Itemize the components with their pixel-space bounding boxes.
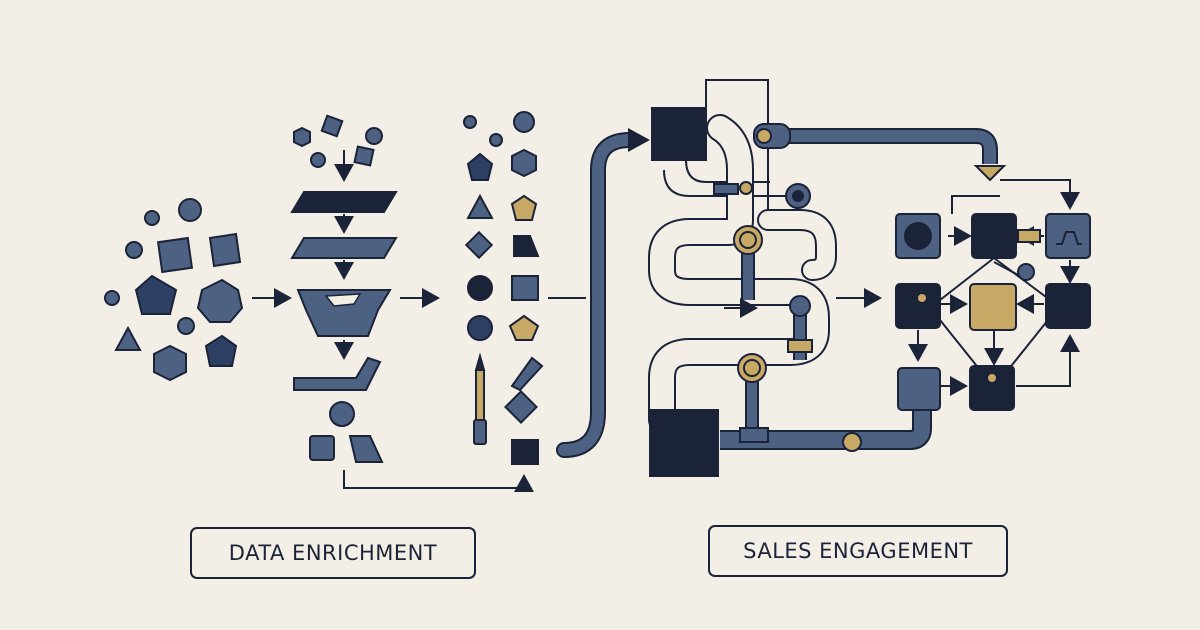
input-square bbox=[353, 145, 375, 167]
enrichment-process bbox=[290, 114, 398, 463]
stage-parallelogram-dark bbox=[290, 191, 398, 213]
input-circle bbox=[310, 152, 326, 168]
output-block bbox=[649, 409, 719, 477]
node bbox=[895, 283, 941, 329]
input-circle bbox=[365, 127, 383, 145]
raw-triangle bbox=[114, 325, 142, 351]
data-enrichment-label: DATA ENRICHMENT bbox=[190, 527, 476, 579]
raw-pentagon bbox=[134, 274, 178, 315]
output-slide bbox=[293, 356, 382, 391]
raw-shape bbox=[208, 232, 242, 268]
node bbox=[969, 365, 1015, 411]
raw-circle bbox=[144, 210, 160, 226]
input-square bbox=[320, 114, 344, 138]
output-square bbox=[309, 435, 335, 461]
pipeline-machine bbox=[556, 79, 1007, 477]
sorted-data-columns bbox=[463, 111, 544, 465]
raw-circle bbox=[104, 290, 120, 306]
network-nodes bbox=[895, 213, 1091, 411]
node bbox=[1045, 283, 1091, 329]
input-hexagon bbox=[293, 126, 311, 148]
node bbox=[897, 367, 941, 411]
node bbox=[1045, 213, 1091, 259]
stage-parallelogram-slate bbox=[290, 237, 398, 259]
raw-pentagon bbox=[204, 334, 238, 367]
output-shape bbox=[348, 435, 384, 463]
raw-heptagon bbox=[196, 278, 244, 323]
funnel bbox=[296, 289, 392, 337]
raw-circle bbox=[178, 198, 202, 222]
raw-circle bbox=[177, 317, 195, 335]
raw-square bbox=[156, 236, 194, 274]
raw-data-cluster bbox=[104, 198, 244, 382]
output-circle bbox=[329, 401, 355, 427]
intake-block bbox=[651, 107, 707, 161]
node-center bbox=[969, 283, 1017, 331]
node bbox=[971, 213, 1017, 259]
raw-circle bbox=[125, 241, 143, 259]
return-arrow bbox=[343, 470, 534, 492]
raw-hexagon bbox=[153, 344, 187, 382]
sales-engagement-label: SALES ENGAGEMENT bbox=[708, 525, 1008, 577]
